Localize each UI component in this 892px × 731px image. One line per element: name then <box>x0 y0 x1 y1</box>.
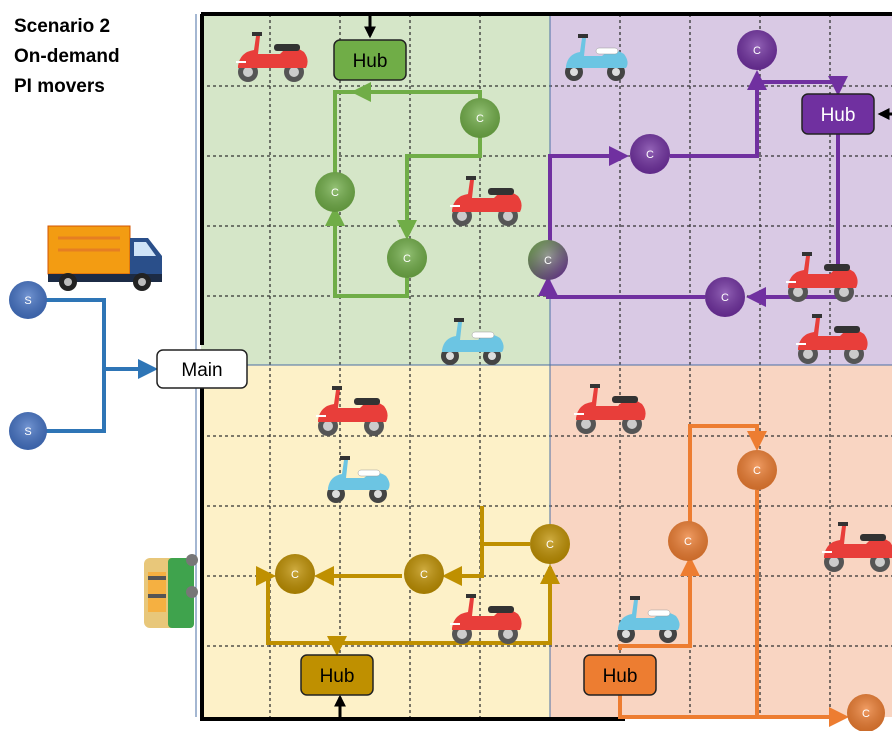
supplier-routes <box>28 298 158 433</box>
truck-icon <box>47 225 162 291</box>
customer-label: C <box>546 539 554 551</box>
title-line-3: PI movers <box>14 76 105 97</box>
customer-label: C <box>544 255 552 267</box>
customer-label: C <box>403 253 411 265</box>
main-label: Main <box>181 360 222 381</box>
customer-node-green: C <box>460 98 500 138</box>
title-line-2: On-demand <box>14 46 120 67</box>
customer-label: C <box>420 569 428 581</box>
customer-node-purple: C <box>705 277 745 317</box>
customer-label: C <box>476 113 484 125</box>
customer-node-green: C <box>315 172 355 212</box>
customer-node-purple: C <box>737 30 777 70</box>
customer-node-yellow: C <box>404 554 444 594</box>
customer-label: C <box>331 187 339 199</box>
customer-node-yellow: C <box>530 524 570 564</box>
customer-node-yellow: C <box>275 554 315 594</box>
customer-node-green: C <box>387 238 427 278</box>
customer-label: C <box>646 149 654 161</box>
green-routes <box>325 82 482 298</box>
customer-label: C <box>721 292 729 304</box>
customer-label: C <box>684 536 692 548</box>
customer-node-orange: C <box>847 694 885 731</box>
hub-purple: Hub <box>801 93 875 135</box>
customer-label: C <box>753 45 761 57</box>
orange-routes <box>618 424 849 727</box>
hub-green: Hub <box>333 39 407 81</box>
hub-label: Hub <box>353 51 388 72</box>
customer-node-orange: C <box>668 521 708 561</box>
scenario-title: Scenario 2 On-demand PI movers <box>14 12 120 102</box>
customer-node-purple: C <box>630 134 670 174</box>
hub-label: Hub <box>603 666 638 687</box>
hub-yellow: Hub <box>300 654 374 696</box>
customer-label: C <box>753 465 761 477</box>
customer-label: C <box>291 569 299 581</box>
hub-label: Hub <box>821 105 856 126</box>
yellow-routes <box>256 506 560 656</box>
title-line-1: Scenario 2 <box>14 16 111 37</box>
supplier-label: S <box>24 426 31 438</box>
hub-label: Hub <box>320 666 355 687</box>
main-network-arrows <box>334 14 892 719</box>
supplier-node: S <box>9 412 47 450</box>
customer-node-shared: C <box>528 240 568 280</box>
main-network-path <box>200 12 892 721</box>
customer-label: C <box>862 708 870 720</box>
main-node: Main <box>156 349 248 389</box>
hub-orange: Hub <box>583 654 657 696</box>
customer-node-orange: C <box>737 450 777 490</box>
recycle-bin-icon <box>144 554 198 628</box>
supplier-label: S <box>24 295 31 307</box>
supplier-node: S <box>9 281 47 319</box>
